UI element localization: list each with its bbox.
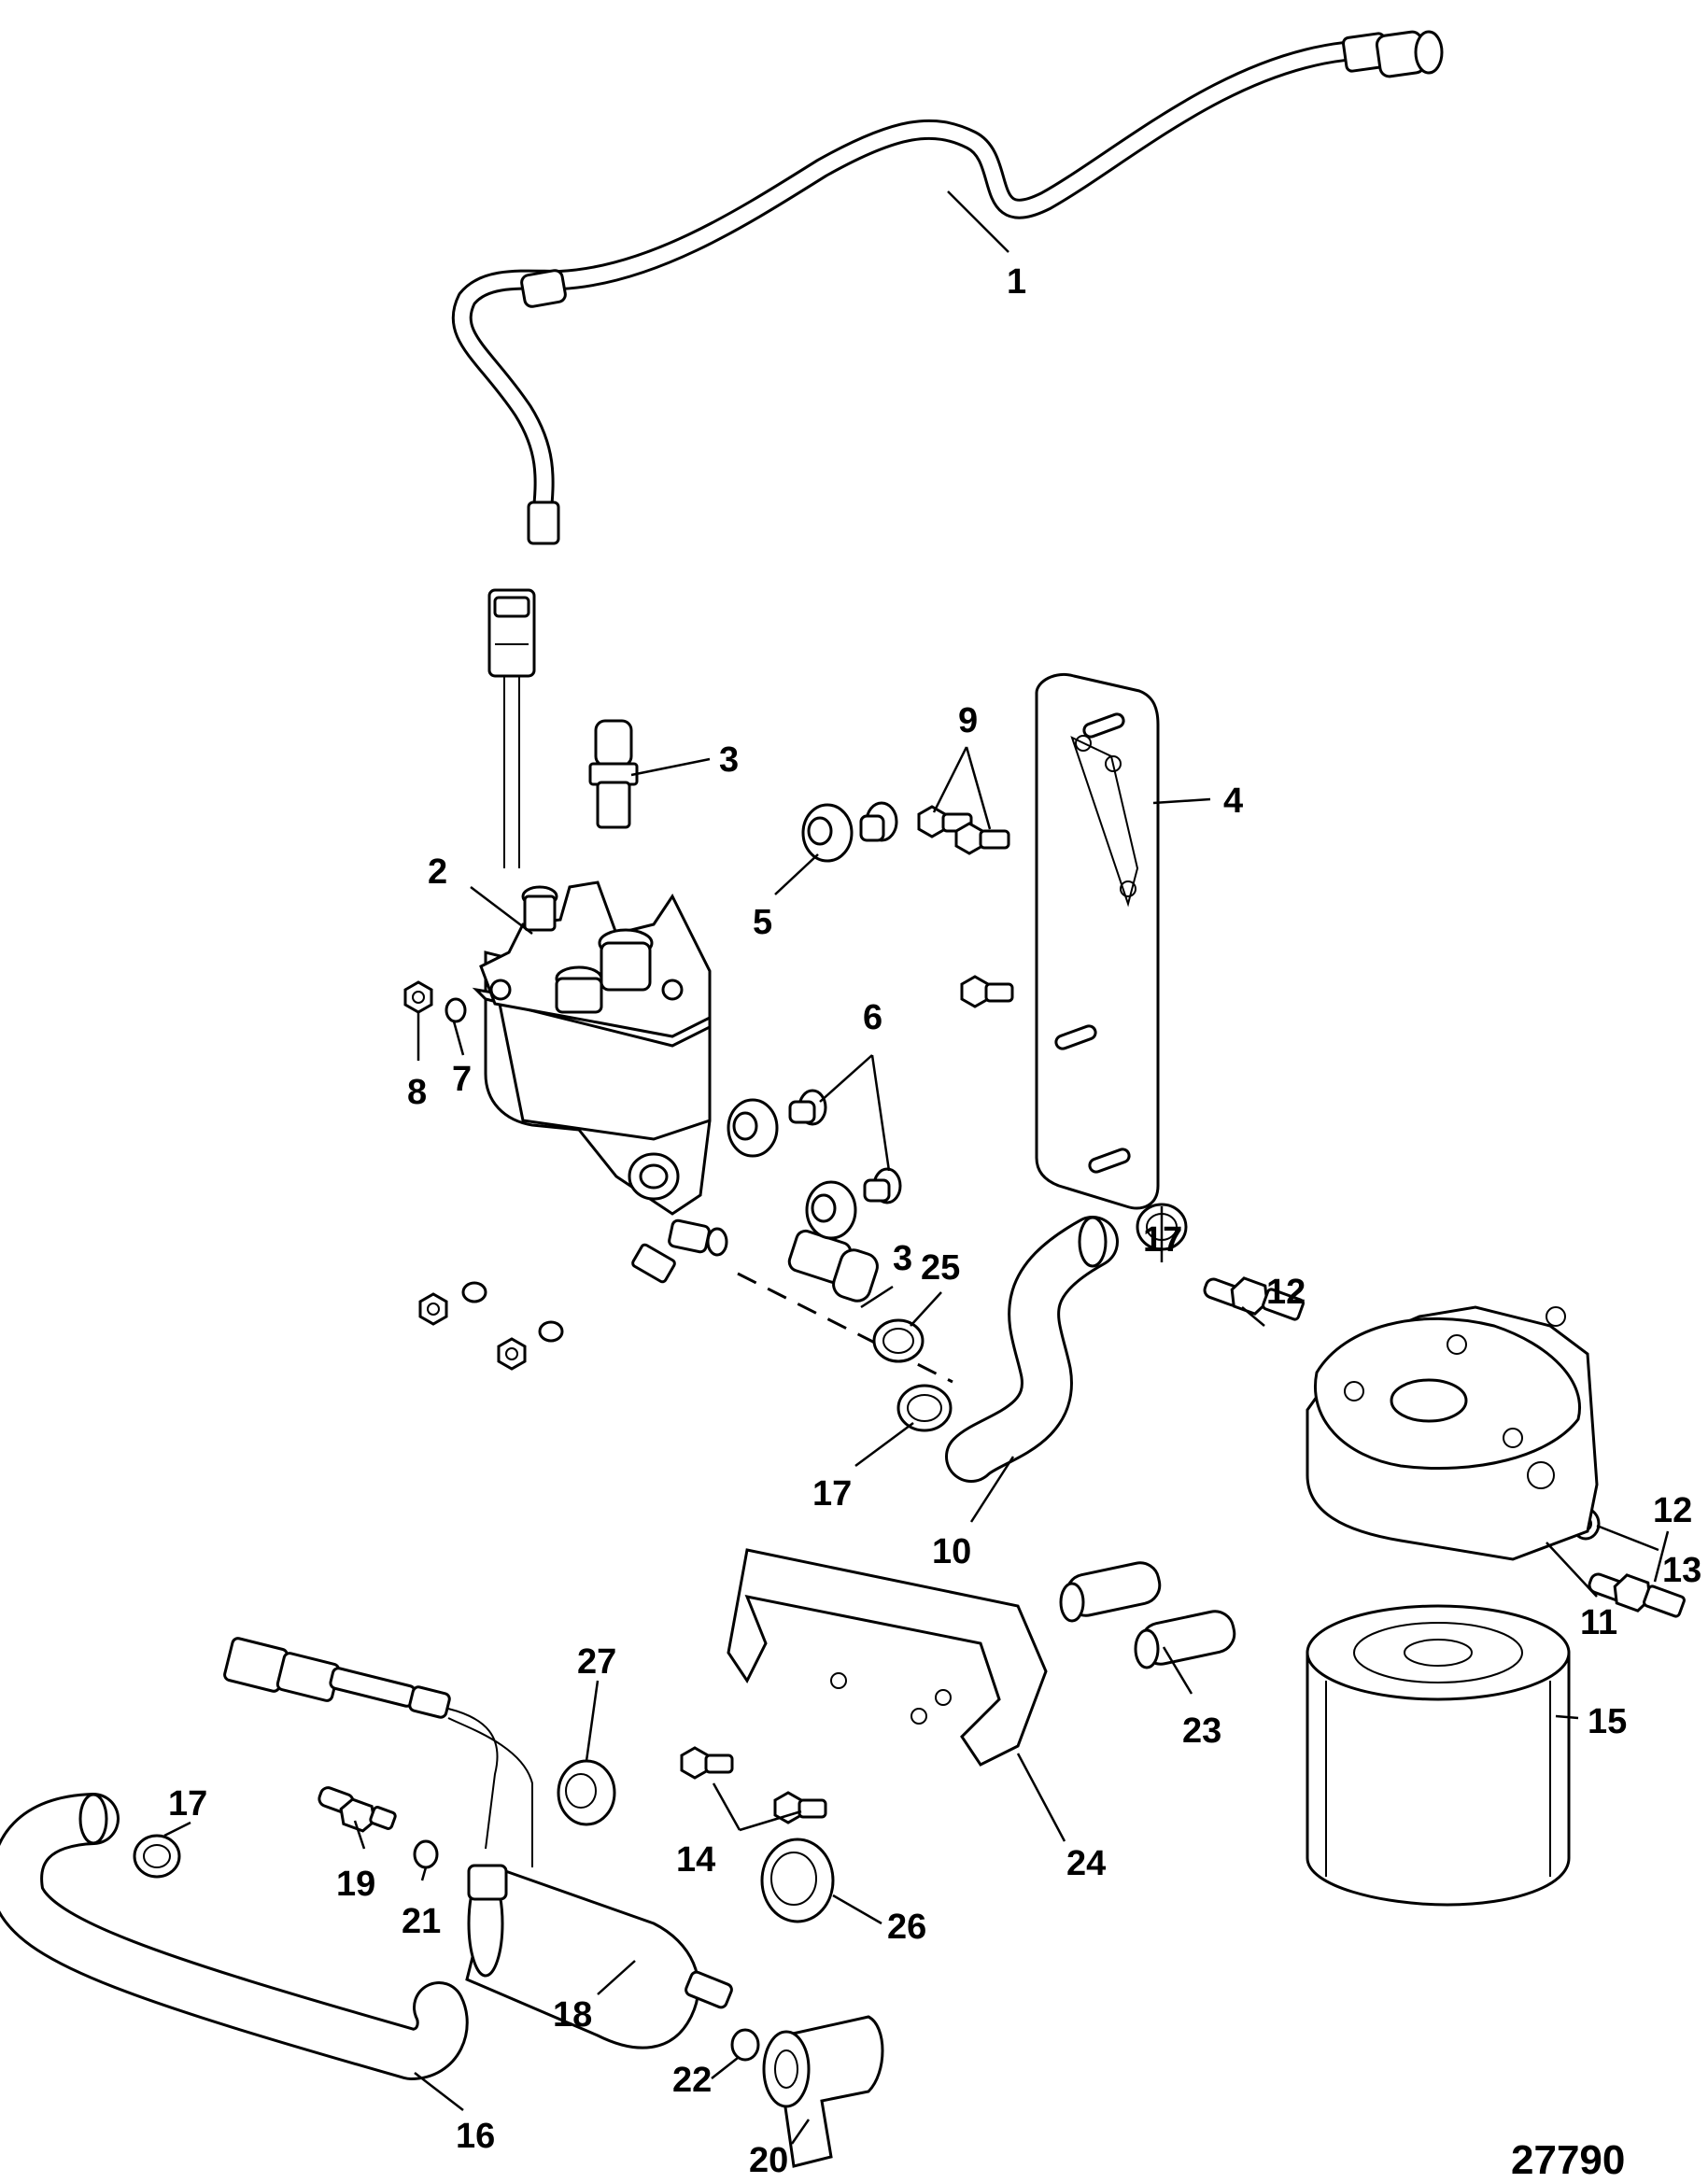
isolators-lower: [727, 1089, 902, 1240]
elbow-fitting-20: [762, 2015, 884, 2168]
bracket-24: [727, 1548, 1048, 1767]
callout-10: 10: [932, 1532, 971, 1571]
fuel-module-assembly: [472, 588, 728, 1284]
o-ring-22: [730, 2028, 760, 2062]
callout-2: 2: [428, 852, 447, 892]
callout-13: 13: [1662, 1551, 1701, 1590]
callout-23: 23: [1182, 1711, 1221, 1751]
callout-25: 25: [921, 1248, 960, 1288]
grommet-27: [557, 1759, 616, 1826]
barbed-fitting-lower: [787, 1229, 879, 1303]
barbed-fittings-12: [1203, 1276, 1686, 1618]
fuel-filter-head: [1306, 1305, 1599, 1561]
callout-26: 26: [887, 1908, 926, 1947]
callout-6: 6: [863, 998, 882, 1037]
callout-15: 15: [1588, 1702, 1627, 1741]
callout-17-upper: 17: [1143, 1220, 1182, 1260]
callout-27: 27: [577, 1642, 616, 1682]
fuel-line-tube: [451, 30, 1444, 545]
spacers-23: [1059, 1561, 1236, 1669]
callout-8: 8: [407, 1073, 427, 1112]
callout-3-upper: 3: [719, 740, 739, 780]
callout-12-mid: 12: [1266, 1273, 1306, 1312]
barbed-fitting-upper: [588, 719, 639, 829]
callout-21: 21: [402, 1902, 441, 1941]
callout-19: 19: [336, 1865, 375, 1904]
callout-labels: 1 2 3 4 5 6 7 8 9 3 25 17 12 10 17 12 13…: [168, 262, 1701, 2183]
callout-9: 9: [958, 701, 978, 740]
fuel-pump-18: [223, 1637, 733, 2049]
module-hardware: [403, 980, 564, 1371]
isolator-upper: [801, 801, 898, 863]
hose-curved: [945, 1216, 1119, 1483]
callout-22: 22: [672, 2061, 712, 2100]
mounting-bracket-plate: [1035, 673, 1160, 1210]
leader-lines: [163, 190, 1670, 2145]
callout-12-right: 12: [1653, 1491, 1692, 1530]
callout-17-lower: 17: [168, 1784, 207, 1824]
callout-4: 4: [1223, 782, 1243, 821]
bolts-set: [917, 805, 1014, 1008]
callout-24: 24: [1066, 1844, 1106, 1883]
callout-5: 5: [753, 903, 772, 942]
o-ring-21: [413, 1839, 439, 1869]
bolts-14: [680, 1746, 827, 1824]
hose-16: [0, 1793, 469, 2080]
fitting-19: [318, 1786, 397, 1833]
callout-11: 11: [1580, 1603, 1617, 1642]
fuel-filter-canister: [1306, 1604, 1571, 1907]
callout-16: 16: [456, 2117, 495, 2156]
callout-3-lower: 3: [893, 1239, 912, 1278]
callout-14: 14: [676, 1840, 715, 1880]
reference-number: 27790: [1511, 2137, 1625, 2183]
grommet-26: [760, 1838, 835, 1923]
callout-20: 20: [749, 2141, 788, 2180]
callout-7: 7: [452, 1060, 472, 1099]
connection-dashed-line: [737, 1272, 953, 1384]
callout-17-mid: 17: [812, 1474, 852, 1514]
callout-18: 18: [553, 1995, 592, 2035]
callout-1: 1: [1007, 262, 1026, 302]
